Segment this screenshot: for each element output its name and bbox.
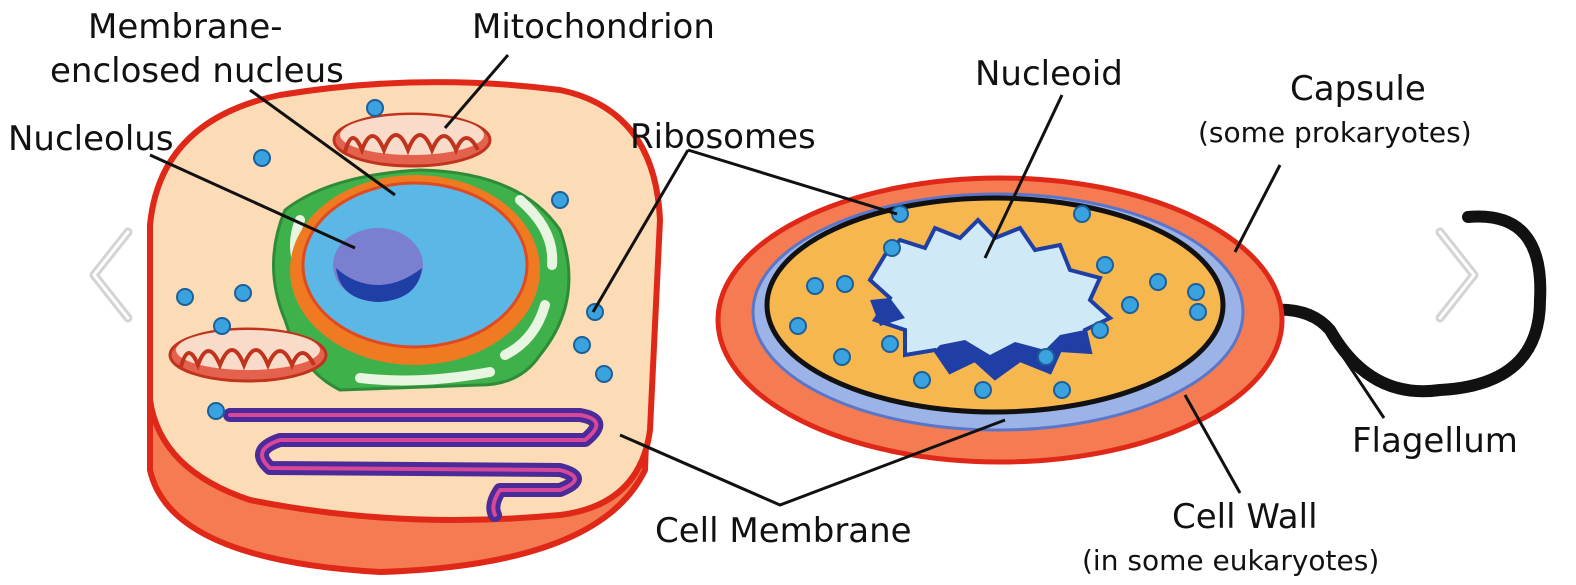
chevron-right-icon bbox=[1428, 220, 1488, 330]
label-cell-wall-note: (in some eukaryotes) bbox=[1082, 544, 1379, 577]
label-nucleoid: Nucleoid bbox=[975, 54, 1123, 94]
label-cell-membrane: Cell Membrane bbox=[655, 511, 912, 551]
eukaryotic-cell bbox=[150, 82, 660, 572]
next-button[interactable] bbox=[1428, 220, 1488, 330]
label-ribosomes: Ribosomes bbox=[630, 117, 816, 157]
label-membrane-enclosed-nucleus-line1: Membrane- bbox=[88, 7, 283, 47]
mitochondrion-top bbox=[334, 114, 490, 166]
label-flagellum: Flagellum bbox=[1352, 421, 1518, 461]
label-nucleolus: Nucleolus bbox=[8, 119, 174, 159]
mitochondrion-left bbox=[170, 329, 326, 381]
prokaryotic-cell bbox=[718, 178, 1540, 462]
label-capsule: Capsule bbox=[1290, 69, 1426, 109]
label-capsule-note: (some prokaryotes) bbox=[1198, 116, 1472, 149]
label-cell-wall: Cell Wall bbox=[1172, 497, 1318, 537]
label-mitochondrion: Mitochondrion bbox=[472, 7, 715, 47]
chevron-left-icon bbox=[80, 220, 140, 330]
previous-button[interactable] bbox=[80, 220, 140, 330]
label-membrane-enclosed-nucleus-line2: enclosed nucleus bbox=[50, 51, 344, 91]
